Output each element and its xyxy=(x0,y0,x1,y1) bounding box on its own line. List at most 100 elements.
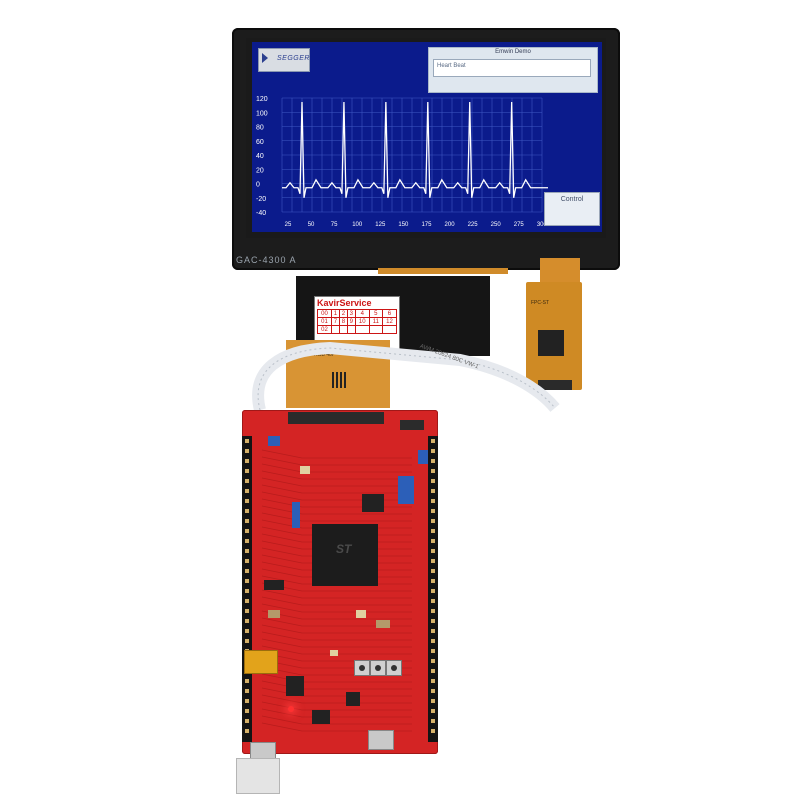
header-pin xyxy=(431,719,435,723)
header-pin xyxy=(431,559,435,563)
x-tick-label: 75 xyxy=(331,222,338,228)
header-pin xyxy=(245,479,249,483)
y-tick-label: 60 xyxy=(256,139,264,146)
pcb-trace xyxy=(261,687,412,697)
x-tick-label: 175 xyxy=(421,222,432,228)
header-pin xyxy=(245,609,249,613)
power-led xyxy=(288,706,294,712)
header-pin xyxy=(431,679,435,683)
power-jack[interactable] xyxy=(244,650,278,674)
pcb-trace xyxy=(261,589,412,599)
pcb-trace xyxy=(261,505,412,515)
pcb-trace xyxy=(261,617,412,627)
demo-panel: Emwin Demo Heart Beat xyxy=(428,47,598,93)
sticker-brand: KavirService xyxy=(317,298,372,308)
x-tick-label: 200 xyxy=(445,222,456,228)
pcb-trace xyxy=(261,715,412,725)
ribbon-stripes xyxy=(257,347,556,411)
fpc-strip xyxy=(378,268,508,274)
header-pin xyxy=(245,569,249,573)
header-pin xyxy=(245,469,249,473)
x-tick-label: 275 xyxy=(514,222,525,228)
blue-jumper-top xyxy=(268,436,280,446)
push-button-3[interactable] xyxy=(386,660,402,676)
blue-trimmer xyxy=(398,476,414,504)
sticker-cell xyxy=(368,325,383,334)
ribbon-cable xyxy=(252,341,560,412)
touch-fpc-label: FPC-ST xyxy=(531,300,550,306)
control-button[interactable]: Control xyxy=(544,192,600,226)
header-pin xyxy=(245,459,249,463)
header-pin xyxy=(431,659,435,663)
header-pin xyxy=(431,669,435,673)
y-tick-label: 80 xyxy=(256,125,264,132)
pcb-trace xyxy=(261,484,412,494)
header-pin xyxy=(245,489,249,493)
pcb-trace xyxy=(261,694,412,704)
x-tick-label: 125 xyxy=(375,222,386,228)
sticker-cell: 3 xyxy=(346,309,356,318)
push-button-1[interactable] xyxy=(354,660,370,676)
sticker-cell: 6 xyxy=(381,309,398,318)
pcb-trace xyxy=(261,470,412,480)
header-pin xyxy=(245,619,249,623)
header-pin xyxy=(431,539,435,543)
y-tick-label: -20 xyxy=(256,196,266,203)
pcb-trace xyxy=(261,631,412,641)
header-pin xyxy=(245,639,249,643)
header-pin xyxy=(431,439,435,443)
pcb-trace xyxy=(261,638,412,648)
demo-field-text: Heart Beat xyxy=(437,63,466,69)
sticker-cell: 12 xyxy=(381,317,398,326)
sticker-cell: 2 xyxy=(338,309,348,318)
header-pin xyxy=(245,579,249,583)
header-pin xyxy=(245,559,249,563)
header-pin xyxy=(245,529,249,533)
header-pin xyxy=(431,449,435,453)
ic-chip xyxy=(286,676,304,696)
x-tick-label: 25 xyxy=(285,222,292,228)
demo-field[interactable]: Heart Beat xyxy=(433,59,591,77)
x-tick-label: 150 xyxy=(398,222,409,228)
logo-chevron-icon xyxy=(262,53,272,63)
header-pin xyxy=(431,499,435,503)
sticker-cell: 5 xyxy=(368,309,383,318)
header-pin xyxy=(431,599,435,603)
blue-jumper xyxy=(292,502,300,528)
capacitor xyxy=(330,650,338,656)
header-pin xyxy=(245,519,249,523)
voltage-regulator xyxy=(312,710,330,724)
pcb-fpc-connector xyxy=(288,412,384,424)
header-pin xyxy=(431,469,435,473)
sticker-row: 02 xyxy=(316,325,398,334)
header-pin xyxy=(431,629,435,633)
usb-port-right[interactable] xyxy=(368,730,394,750)
sticker-cell xyxy=(381,325,398,334)
sticker-cell: 9 xyxy=(346,317,356,326)
header-pin xyxy=(431,609,435,613)
blue-jumper-right xyxy=(418,450,428,464)
segger-logo: SEGGER xyxy=(258,48,310,72)
header-pin xyxy=(431,519,435,523)
qr-code-icon xyxy=(332,372,348,388)
header-pin xyxy=(245,699,249,703)
header-pin xyxy=(431,689,435,693)
sticker-cell: 10 xyxy=(354,317,370,326)
sticker-cell: 11 xyxy=(368,317,383,326)
regulator-chip xyxy=(362,494,384,512)
y-tick-label: 0 xyxy=(256,182,260,189)
push-button-2[interactable] xyxy=(370,660,386,676)
header-pin xyxy=(431,579,435,583)
header-pin xyxy=(245,709,249,713)
header-pin xyxy=(431,639,435,643)
header-pin xyxy=(431,729,435,733)
header-pin xyxy=(245,679,249,683)
y-tick-label: 120 xyxy=(256,96,268,103)
sticker-cell: 4 xyxy=(354,309,370,318)
pcb-ffc-connector xyxy=(400,420,424,430)
demo-title: Emwin Demo xyxy=(495,49,531,55)
sticker-cell: 7 xyxy=(331,317,340,326)
